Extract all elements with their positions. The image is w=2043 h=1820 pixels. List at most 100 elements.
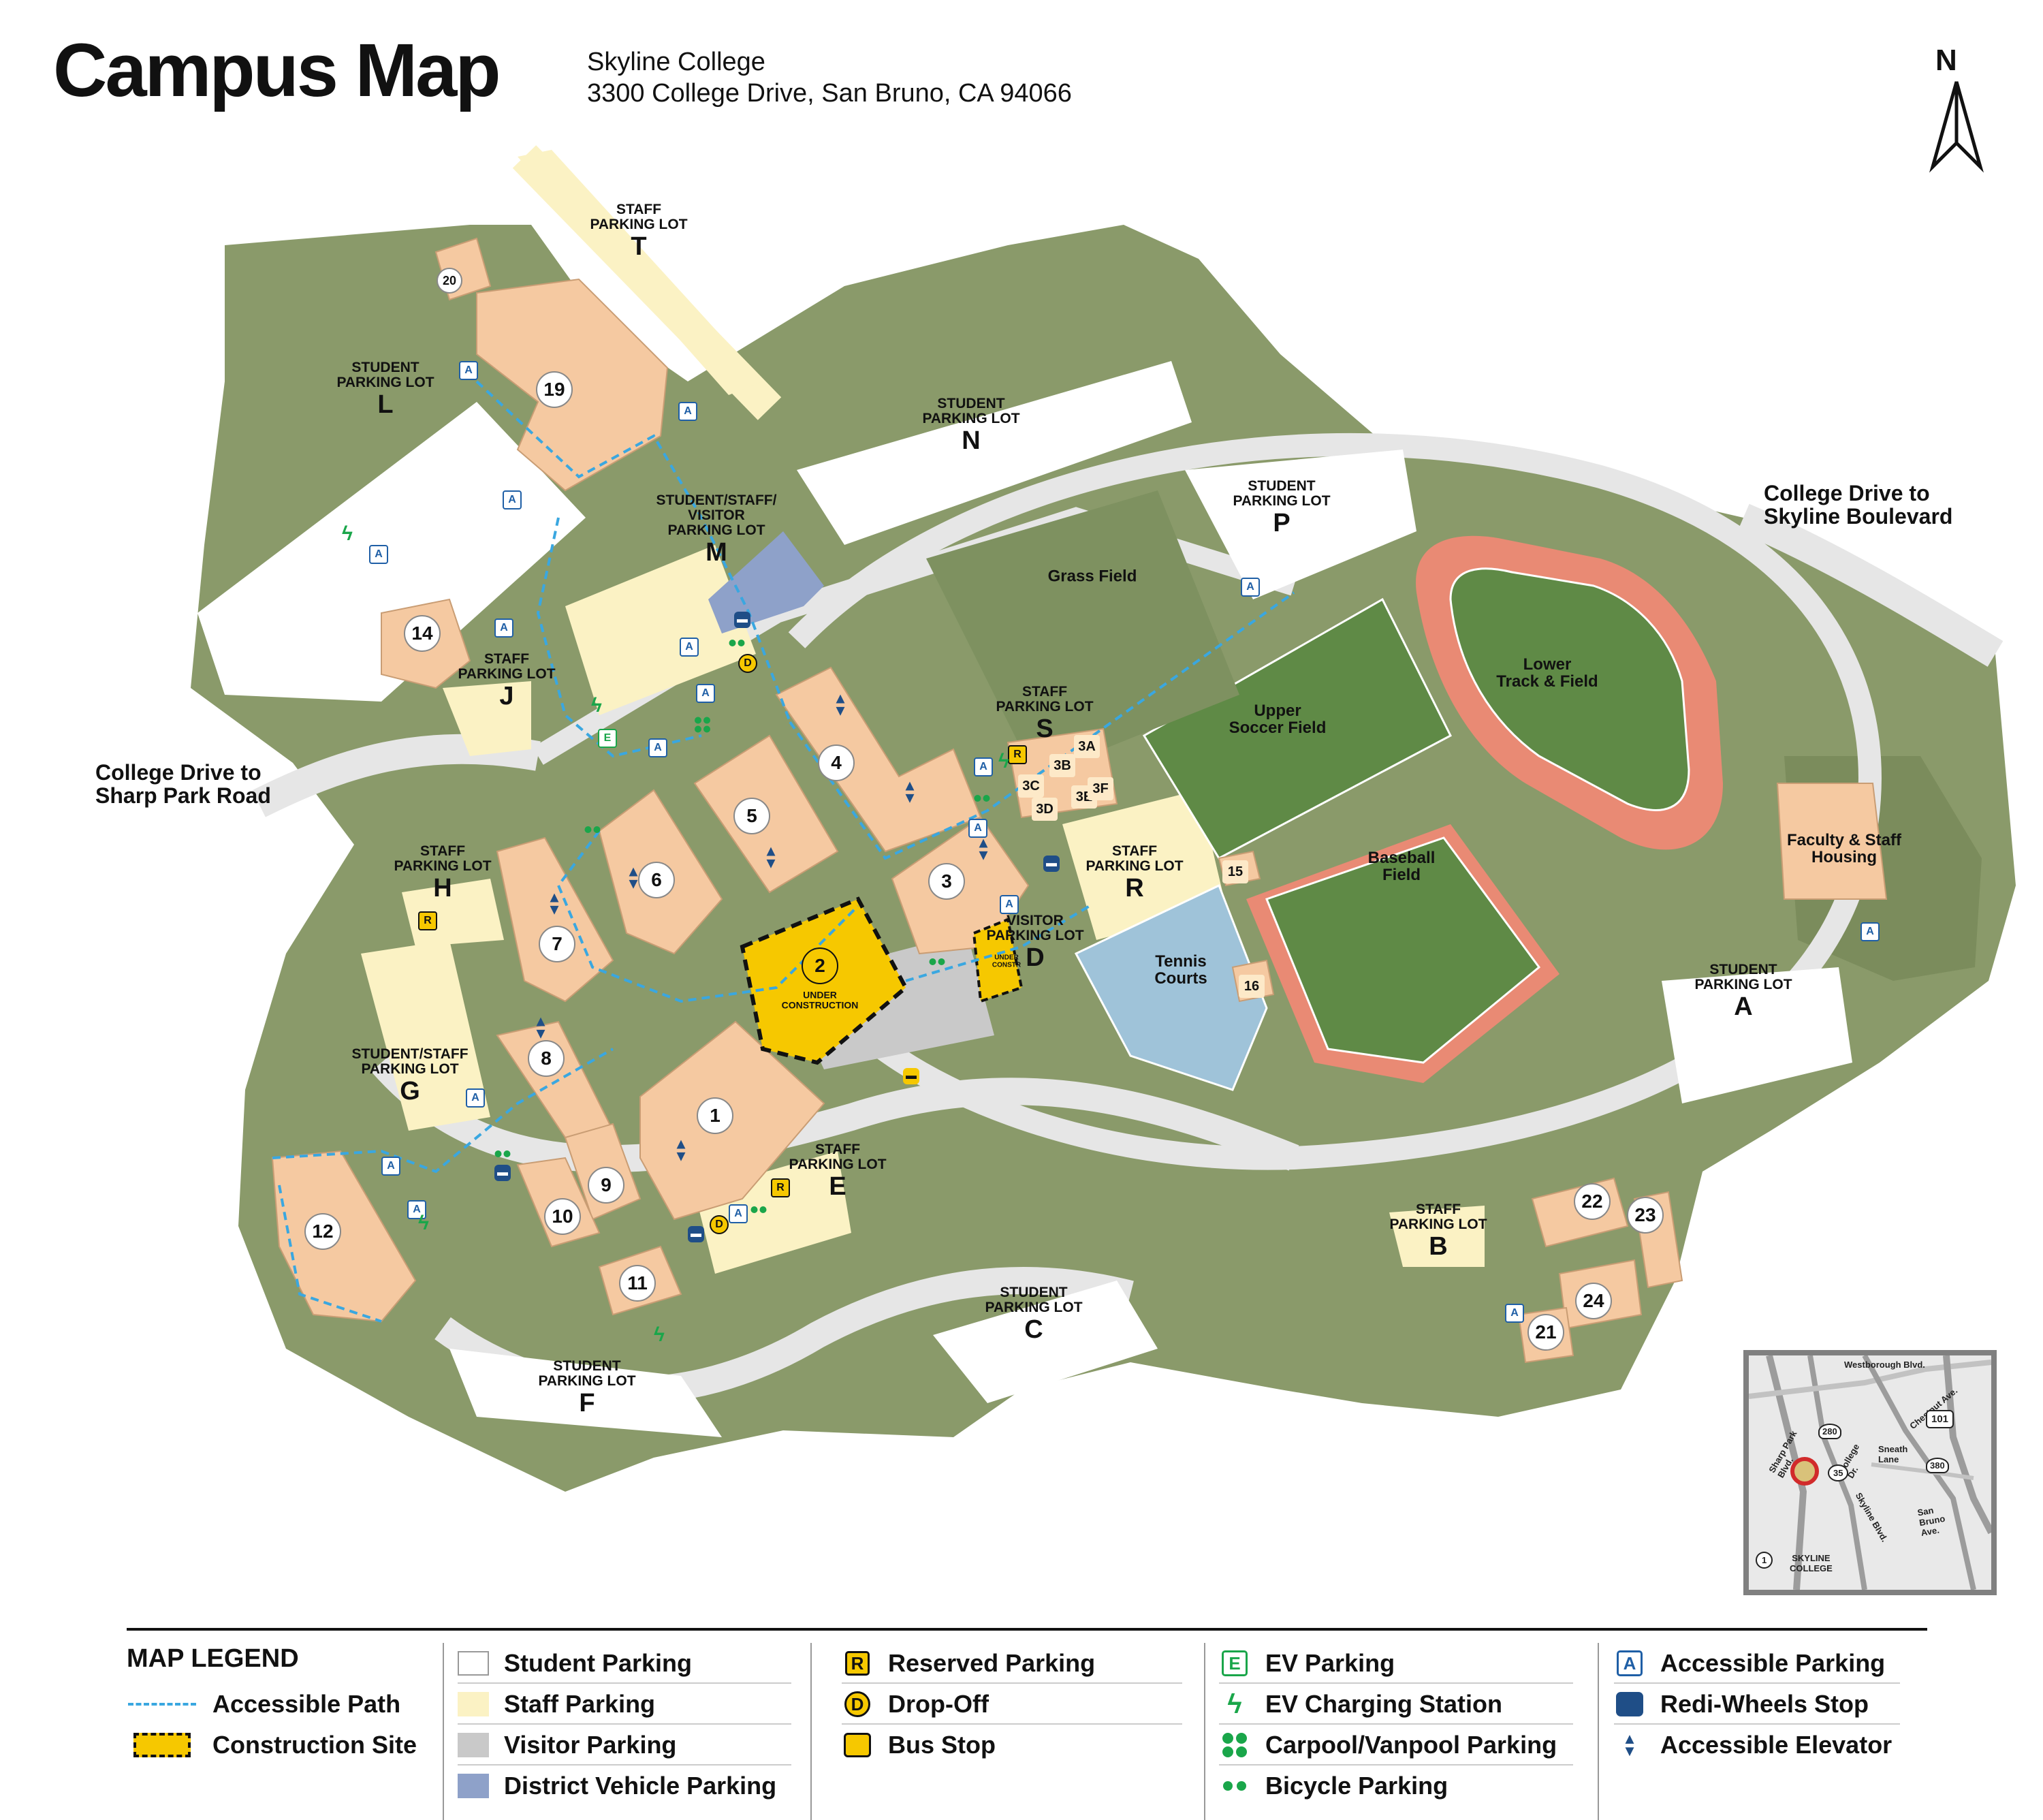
lot-c-area bbox=[933, 1281, 1158, 1403]
building-23-number[interactable]: 23 bbox=[1627, 1197, 1664, 1234]
accessible-parking-icon: A bbox=[1614, 1650, 1645, 1676]
district-vehicle-lot bbox=[708, 531, 824, 633]
lot-f-area bbox=[449, 1349, 722, 1437]
locator-inset-map[interactable]: Westborough Blvd. Chestnut Ave. Sharp Pa… bbox=[1743, 1350, 1997, 1595]
sr1-shield-icon: 1 bbox=[1756, 1552, 1773, 1569]
accessible-elevator-icon: ▲▼ bbox=[1622, 1730, 1637, 1759]
accessible-parking-icon: A bbox=[1241, 578, 1260, 597]
lot-j-area bbox=[443, 681, 531, 756]
building-6-number[interactable]: 6 bbox=[638, 862, 675, 898]
building-9-number[interactable]: 9 bbox=[588, 1167, 624, 1204]
building-3d-number[interactable]: 3D bbox=[1032, 798, 1058, 821]
north-arrow-icon bbox=[1929, 81, 1984, 173]
ev-parking-icon: E bbox=[1219, 1650, 1250, 1676]
ev-charging-station-icon: ϟ bbox=[418, 1212, 429, 1234]
college-name: Skyline College bbox=[587, 48, 765, 76]
accessible-path-icon bbox=[127, 1692, 197, 1716]
buildings bbox=[271, 237, 1888, 1364]
building-19-number[interactable]: 19 bbox=[536, 371, 573, 408]
north-label: N bbox=[1935, 44, 1957, 77]
legend-redi-wheels-stop: Redi-Wheels Stop bbox=[1614, 1685, 1869, 1723]
building-1-number[interactable]: 1 bbox=[697, 1097, 733, 1134]
ev-charging-station-icon: ϟ bbox=[998, 750, 1009, 772]
building-24-number[interactable]: 24 bbox=[1575, 1283, 1612, 1319]
accessible-parking-icon: A bbox=[369, 545, 388, 564]
accessible-elevator-icon: ▲▼ bbox=[626, 862, 641, 892]
construction-label: UNDER CONSTRUCTION bbox=[781, 989, 859, 1010]
legend-title: MAP LEGEND bbox=[127, 1644, 299, 1673]
building-15-number[interactable]: 15 bbox=[1222, 860, 1248, 883]
building-12-number[interactable]: 12 bbox=[304, 1213, 341, 1250]
road-label-skyline: College Drive to Skyline Boulevard bbox=[1764, 481, 1953, 529]
accessible-parking-icon: A bbox=[407, 1200, 426, 1219]
legend-carpool-parking: Carpool/Vanpool Parking bbox=[1219, 1726, 1557, 1764]
building-4-number[interactable]: 4 bbox=[818, 744, 855, 781]
reserved-parking-icon: R bbox=[842, 1651, 873, 1676]
building-10-number[interactable]: 10 bbox=[544, 1198, 581, 1235]
construction-site-icon bbox=[127, 1733, 197, 1757]
building-3f-number[interactable]: 3F bbox=[1088, 777, 1113, 800]
redi-wheels-stop-icon: ▬ bbox=[1043, 856, 1060, 872]
upper-soccer-field-label: Upper Soccer Field bbox=[1229, 701, 1327, 737]
building-2-number[interactable]: 2 bbox=[802, 947, 838, 984]
building-5-number[interactable]: 5 bbox=[733, 798, 770, 834]
accessible-parking-icon: A bbox=[503, 490, 522, 509]
accessible-parking-icon: A bbox=[494, 618, 513, 638]
accessible-parking-icon: A bbox=[1860, 922, 1880, 941]
campus-map[interactable] bbox=[0, 0, 2043, 1621]
faculty-housing bbox=[1776, 783, 1888, 900]
building-20-number[interactable]: 20 bbox=[437, 268, 462, 294]
legend-visitor-parking: Visitor Parking bbox=[458, 1726, 676, 1764]
legend-separator bbox=[1598, 1643, 1599, 1820]
tennis-courts bbox=[1074, 883, 1268, 1091]
building-3c-number[interactable]: 3C bbox=[1018, 774, 1044, 798]
building-3a-number[interactable]: 3A bbox=[1074, 735, 1100, 758]
building-11-number[interactable]: 11 bbox=[619, 1265, 656, 1302]
inset-san-bruno-label: San Bruno Ave. bbox=[1916, 1505, 1946, 1538]
accessible-parking-icon: A bbox=[381, 1157, 400, 1176]
ev-charging-station-icon: ϟ bbox=[1227, 1689, 1242, 1719]
lot-g-area bbox=[361, 940, 490, 1131]
bicycle-parking-icon bbox=[974, 795, 990, 802]
bicycle-parking-icon bbox=[750, 1206, 767, 1213]
construction-label-small: UNDER CONSTR bbox=[992, 954, 1022, 969]
building-3b-number[interactable]: 3B bbox=[1049, 754, 1075, 777]
building-14-number[interactable]: 14 bbox=[404, 615, 441, 652]
legend-bus-stop: Bus Stop bbox=[842, 1726, 996, 1764]
lot-p-area bbox=[1185, 450, 1416, 599]
building-3-number[interactable]: 3 bbox=[928, 863, 965, 900]
bus-stop-icon bbox=[842, 1733, 873, 1757]
i380-shield-icon: 380 bbox=[1926, 1458, 1949, 1473]
accessible-parking-icon: A bbox=[648, 738, 667, 757]
building-7-number[interactable]: 7 bbox=[539, 926, 575, 962]
accessible-elevator-icon: ▲▼ bbox=[674, 1135, 688, 1164]
building-21-number[interactable]: 21 bbox=[1527, 1314, 1564, 1351]
bus-stop-icon: ▬ bbox=[903, 1068, 919, 1084]
accessible-paths bbox=[272, 380, 1295, 1323]
building-16-number[interactable]: 16 bbox=[1239, 975, 1265, 998]
legend-accessible-path: Accessible Path bbox=[127, 1685, 400, 1723]
lot-n-area bbox=[797, 361, 1192, 545]
building-8-number[interactable]: 8 bbox=[528, 1040, 565, 1077]
accessible-elevator-icon: ▲▼ bbox=[547, 888, 562, 917]
building-22-number[interactable]: 22 bbox=[1574, 1183, 1611, 1220]
building-4 bbox=[775, 666, 982, 853]
bicycle-parking-icon bbox=[1219, 1774, 1250, 1798]
college-address: 3300 College Drive, San Bruno, CA 94066 bbox=[587, 79, 1072, 108]
bicycle-parking-icon bbox=[929, 958, 945, 965]
